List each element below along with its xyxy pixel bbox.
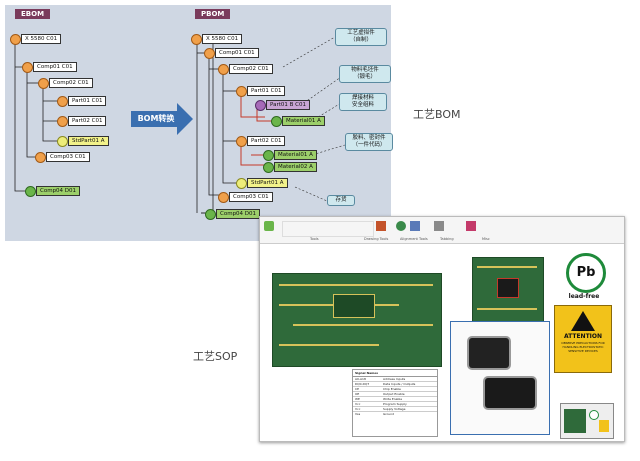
pbom-node-dot <box>218 192 229 203</box>
pbom-node[interactable]: Material02 A <box>274 162 317 172</box>
tab-icon[interactable] <box>434 221 444 231</box>
warning-icon <box>571 311 595 331</box>
attention-title: ATTENTION <box>563 333 603 340</box>
pbom-node-dot <box>191 34 202 45</box>
pbom-node-dot <box>236 178 247 189</box>
pcb-layout-image <box>272 273 442 367</box>
pbom-node-dot <box>218 64 229 75</box>
ebom-tag: EBOM <box>15 9 51 19</box>
ebom-node-dot <box>57 136 68 147</box>
draw-icon[interactable] <box>376 221 386 231</box>
ebom-node[interactable]: Part02 C01 <box>68 116 107 126</box>
pbom-node-dot <box>236 136 247 147</box>
ebom-node-dot <box>57 96 68 107</box>
pbom-node[interactable]: Material01 A <box>282 116 325 126</box>
pbom-node-dot <box>263 162 274 173</box>
pbom-node[interactable]: Comp04 D01 <box>216 209 261 219</box>
tools-group <box>282 221 374 237</box>
esd-attention-label: ATTENTION OBSERVE PRECAUTIONS FOR HANDLI… <box>554 305 612 373</box>
pbom-node[interactable]: Comp02 C01 <box>229 64 273 74</box>
lead-free-label: lead-free <box>568 293 600 300</box>
pbom-node[interactable]: X 5580 C01 <box>202 34 243 44</box>
ebom-node[interactable]: Comp02 C01 <box>49 78 93 88</box>
ribbon-group-label: Drawing Tools <box>364 237 389 241</box>
bom-diagram-panel: EBOM PBOM X 5580 C01 Comp01 C01 Comp02 C… <box>5 5 393 241</box>
sop-ribbon: Tools Drawing Tools Alignment Tools Tabb… <box>260 217 624 244</box>
ebom-node[interactable]: Comp04 D01 <box>36 186 81 196</box>
pbom-note: 焊接材料 安全组料 <box>339 93 387 111</box>
magnet-icon[interactable] <box>396 221 406 231</box>
pbom-node-dot <box>255 100 266 111</box>
ebom-node-dot <box>57 116 68 127</box>
align-icon[interactable] <box>410 221 420 231</box>
pbom-node[interactable]: Comp03 C01 <box>229 192 273 202</box>
sop-window: Tools Drawing Tools Alignment Tools Tabb… <box>259 216 625 442</box>
pbom-node-dot <box>236 86 247 97</box>
pbom-node[interactable]: Comp01 C01 <box>215 48 259 58</box>
ebom-node[interactable]: StdPart01 A <box>68 136 109 146</box>
bom-convert-arrow <box>131 103 193 135</box>
open-icon[interactable] <box>264 221 274 231</box>
pbom-node[interactable]: StdPart01 A <box>247 178 288 188</box>
pbom-node-dot <box>204 48 215 59</box>
pbom-note: 工艺虚拟件 （自制） <box>335 28 387 46</box>
ebom-node-dot <box>25 186 36 197</box>
pbom-note: 物料毛坯件 （锻毛） <box>339 65 391 83</box>
ribbon-group-label: Tools <box>310 237 319 241</box>
bom-convert-label: BOM转换 <box>137 114 175 123</box>
ebom-node-dot <box>35 152 46 163</box>
pbom-node[interactable]: Part02 C01 <box>247 136 286 146</box>
attention-text: OBSERVE PRECAUTIONS FOR HANDLING ELECTRO… <box>561 341 605 353</box>
thumbnail-preview[interactable] <box>560 403 614 439</box>
pcb-zoom-image <box>472 257 544 323</box>
ribbon-group-label: Alignment Tools <box>400 237 428 241</box>
ebom-node[interactable]: Comp03 C01 <box>46 152 90 162</box>
chip-detail-box <box>450 321 550 435</box>
pbom-node[interactable]: Material01 A <box>274 150 317 160</box>
ebom-node-dot <box>10 34 21 45</box>
pbom-node[interactable]: Part01 C01 <box>247 86 286 96</box>
ebom-node[interactable]: Comp01 C01 <box>33 62 77 72</box>
sop-label: 工艺SOP <box>193 350 238 363</box>
pbom-note: 胶料、密封件 （一件代码） <box>345 133 393 151</box>
plcc-chip-image <box>469 338 509 368</box>
pbom-note: 存货 <box>327 195 355 206</box>
bom-connectors <box>14 36 346 214</box>
pbom-node[interactable]: Part01 B C01 <box>266 100 310 110</box>
ribbon-group-label: Misc <box>482 237 490 241</box>
pbom-node-dot <box>205 209 216 220</box>
ebom-node[interactable]: Part01 C01 <box>68 96 107 106</box>
ribbon-group-label: Tabbing <box>440 237 454 241</box>
pbom-node-dot <box>263 150 274 161</box>
ebom-node[interactable]: X 5580 C01 <box>21 34 62 44</box>
misc-icon[interactable] <box>466 221 476 231</box>
ebom-node-dot <box>22 62 33 73</box>
lead-free-icon: Pb <box>566 253 606 293</box>
bom-label: 工艺BOM <box>413 108 461 121</box>
soic-chip-image <box>485 378 535 408</box>
pbom-tag: PBOM <box>195 9 231 19</box>
pb-symbol: Pb <box>576 265 596 280</box>
pbom-node-dot <box>271 116 282 127</box>
signal-table-header: Signal Names <box>353 370 437 377</box>
ebom-node-dot <box>38 78 49 89</box>
